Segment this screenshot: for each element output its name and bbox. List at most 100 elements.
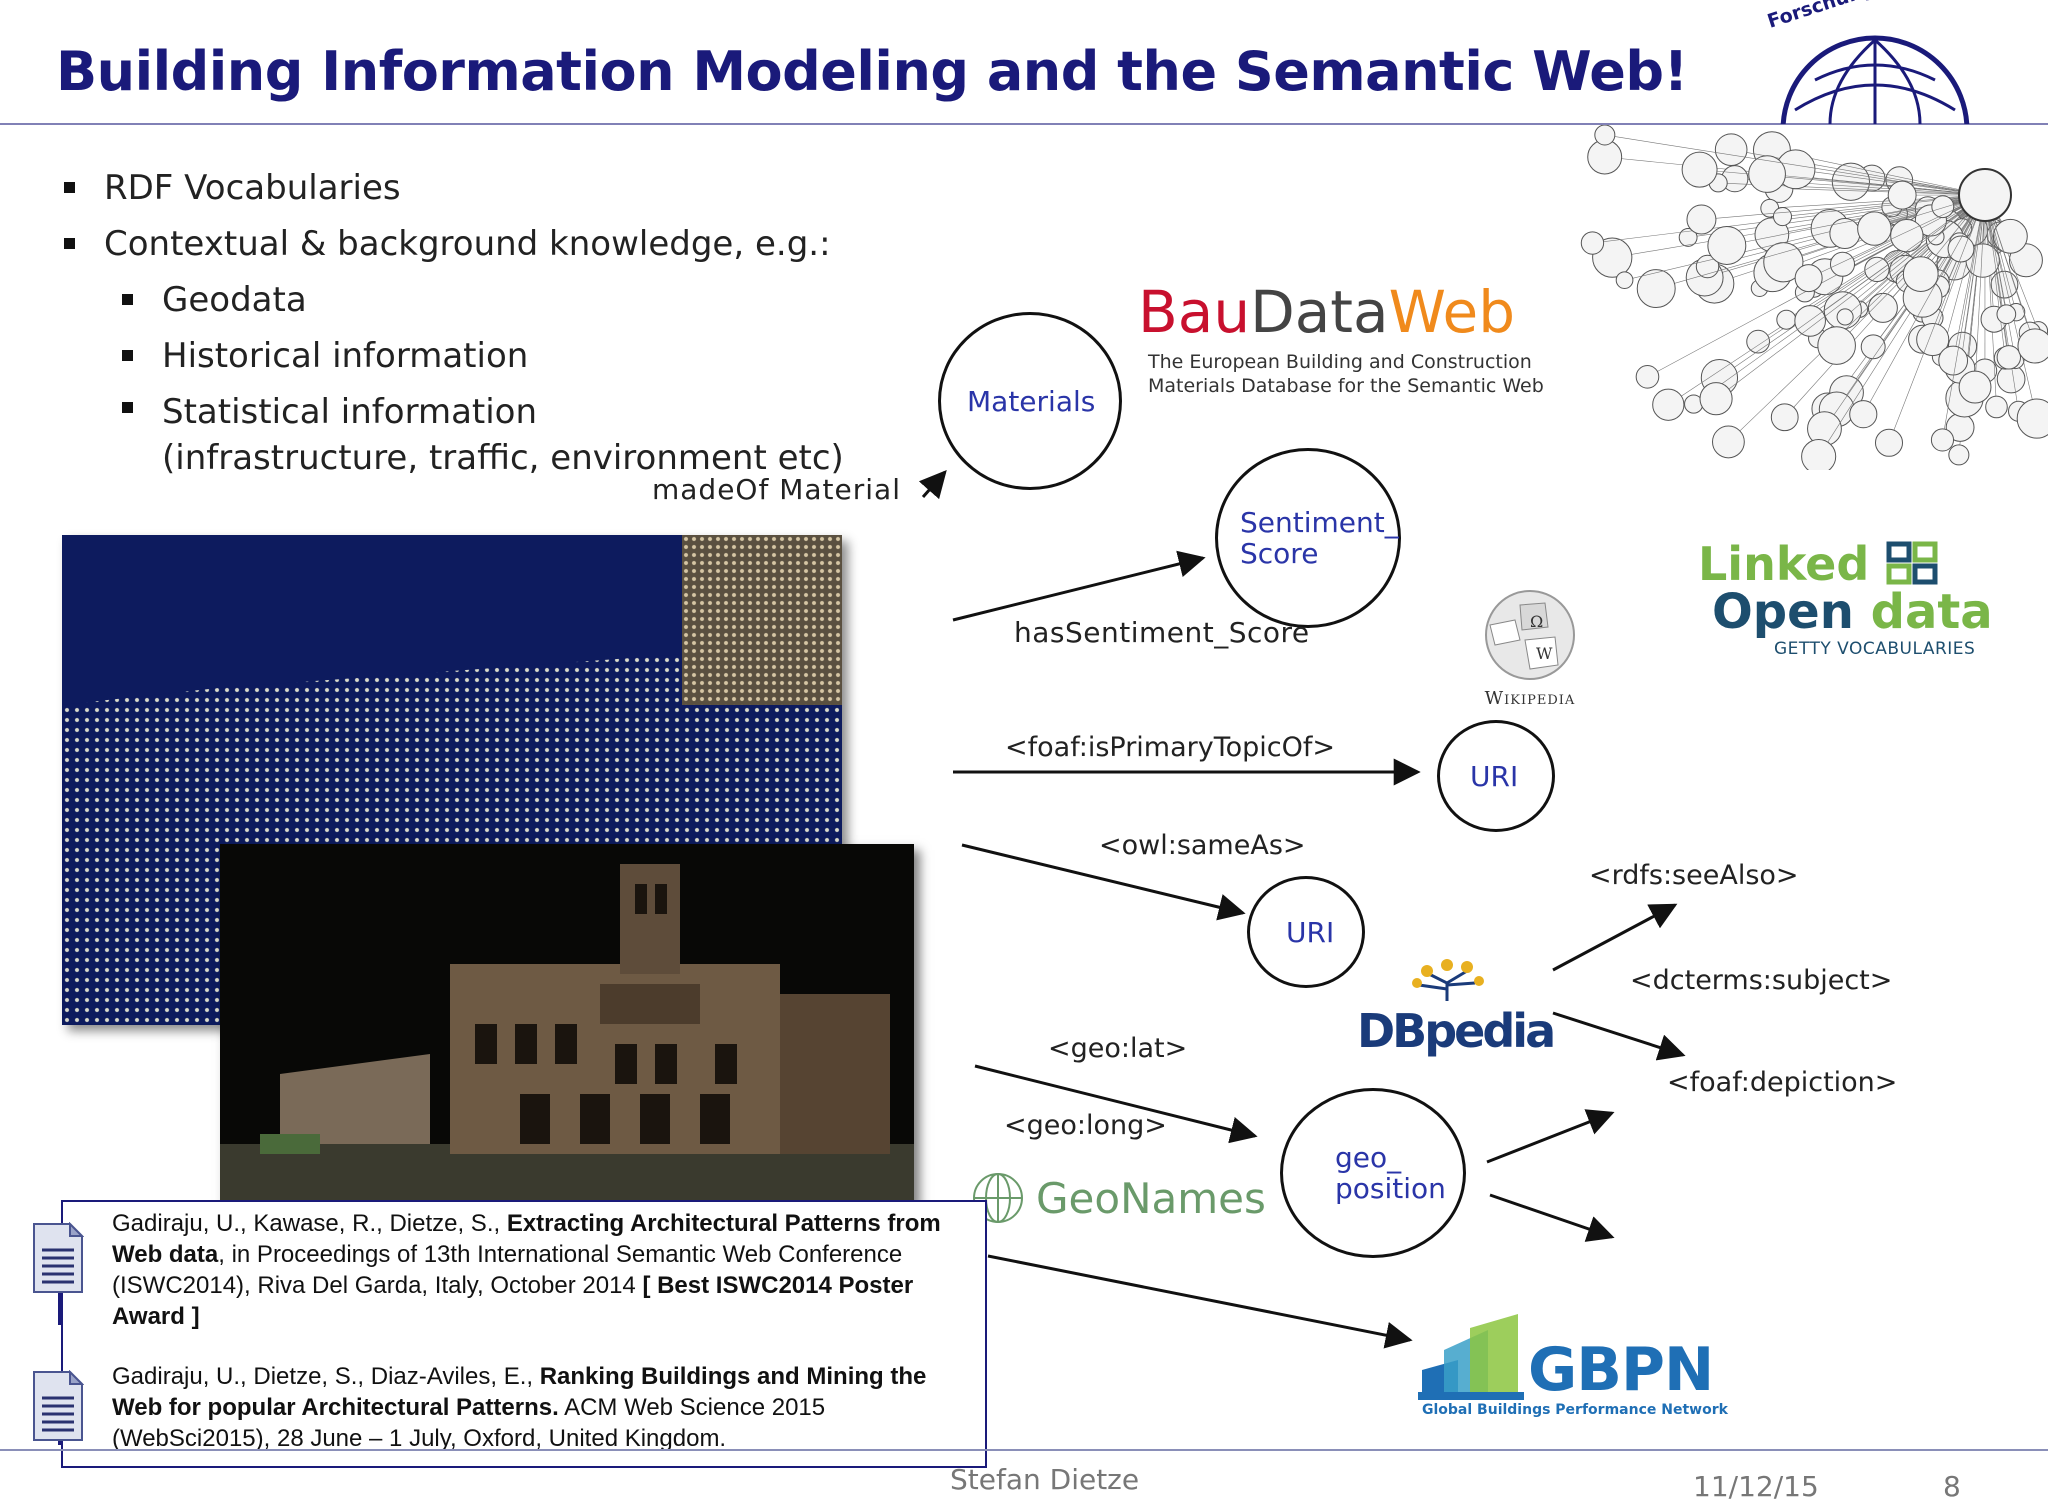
linked-open-data-logo: Linked Open data GETTY VOCABULARIES: [1698, 540, 1993, 659]
geonames-globe-icon: [973, 1173, 1023, 1223]
node-label: URI: [1470, 759, 1519, 793]
wikipedia-logo: Ω W Wikipedia: [1470, 585, 1590, 715]
edge-label-geo-lat: <geo:lat>: [1048, 1033, 1188, 1064]
logo-tagline-1: The European Building and Construction: [1148, 351, 1532, 373]
edge-label-geo-long: <geo:long>: [1004, 1110, 1167, 1141]
node-label: geo_position: [1335, 1141, 1446, 1205]
footer-divider: [0, 1449, 2048, 1451]
lod-cloud-link: [1715, 194, 1986, 399]
node-label: URI: [1286, 915, 1335, 949]
lod-cloud-bubble: [1636, 269, 1676, 309]
reference-2: Gadiraju, U., Dietze, S., Diaz-Aviles, E…: [112, 1363, 927, 1452]
lod-cloud-bubble: [1772, 207, 1793, 227]
lod-cloud-bubble: [1748, 155, 1786, 193]
lod-cloud-bubble: [1712, 425, 1745, 459]
wikipedia-globe-icon: Ω W: [1485, 590, 1575, 680]
lod-cloud-bubble: [1948, 444, 1970, 466]
bullet-list: RDF Vocabularies Contextual & background…: [64, 160, 844, 481]
gbpn-building-icon: [1418, 1314, 1524, 1400]
lod-cloud-bubble: [1836, 308, 1854, 326]
footer-author: Stefan Dietze: [950, 1463, 1140, 1496]
lod-cloud-bubble: [1801, 438, 1837, 470]
lod-cloud-link: [1699, 169, 1986, 196]
lod-cloud-link: [1693, 194, 1986, 405]
lod-cloud-link: [1974, 194, 1986, 388]
lod-cloud-bubble: [1864, 256, 1890, 283]
dbpedia-logo: DBpedia: [1357, 955, 1556, 1056]
arrow-depiction: [1486, 1109, 1615, 1164]
bullet-item: Contextual & background knowledge, e.g.:: [64, 216, 844, 272]
edge-label-same-as: <owl:sameAs>: [1099, 830, 1306, 861]
lod-cloud-bubble: [1829, 218, 1861, 250]
sub-bullet-item: Statistical information: [64, 384, 844, 435]
lod-cloud-bubble: [1794, 305, 1826, 337]
lod-linked: Linked: [1698, 537, 1870, 591]
lod-cloud-bubble: [1686, 204, 1717, 235]
lod-squares-icon: [1886, 541, 1938, 585]
lod-cloud-bubble: [1958, 370, 1992, 404]
lod-cloud-bubble: [1580, 231, 1605, 255]
lod-cloud-bubble: [1776, 309, 1797, 330]
wikipedia-wordmark: Wikipedia: [1484, 688, 1576, 709]
dbpedia-tree-icon: [1412, 959, 1484, 1001]
lod-subtitle: GETTY VOCABULARIES: [1774, 639, 1976, 659]
bullet-text: RDF Vocabularies: [104, 168, 401, 208]
lod-cloud-link: [1782, 194, 1986, 217]
node-materials: Materials: [938, 312, 1122, 490]
lod-cloud-link: [1844, 194, 1986, 318]
document-icon: [33, 1370, 84, 1441]
baudataweb-logo: BauDataWeb The European Building and Con…: [1138, 280, 1544, 398]
lod-cloud-link: [1842, 194, 1986, 311]
arrow-see-also: [1552, 903, 1678, 972]
node-uri-wikipedia: URI: [1437, 720, 1555, 832]
lod-cloud-link: [1808, 194, 1986, 279]
lod-cloud-bubble: [1874, 428, 1904, 457]
lod-cloud-bubble: [1615, 271, 1634, 290]
edge-label-primary-topic: <foaf:isPrimaryTopicOf>: [1005, 732, 1336, 763]
sub-bullet-text: Historical information: [162, 336, 529, 376]
lod-cloud-link: [1767, 173, 1986, 196]
lod-cloud-bubble: [1890, 218, 1924, 253]
node-geo-position: geo_position: [1280, 1088, 1466, 1258]
building-photo: [220, 844, 914, 1204]
lod-cloud-link: [1604, 134, 1986, 196]
lod-cloud-bubble: [1746, 329, 1770, 354]
lod-cloud-link: [1888, 194, 1986, 443]
arrow-geo-out: [1489, 1193, 1615, 1242]
logo-bau: Bau: [1138, 278, 1251, 346]
lod-cloud-bubble: [1931, 195, 1955, 219]
footer-date: 11/12/15: [1693, 1470, 1819, 1503]
edge-label-made-of: madeOf Material: [652, 473, 901, 506]
lod-cloud-bubble: [1860, 334, 1886, 360]
forschungszentrum-logo: Forschungszentrum · Resea: [1765, 0, 1990, 124]
reference-title: Extracting Architectural Patterns from W…: [112, 1210, 941, 1268]
sub-bullet-continuation: (infrastructure, traffic, environment et…: [64, 435, 844, 481]
svg-text:W: W: [1536, 644, 1553, 663]
lod-cloud-bubble: [1652, 388, 1685, 421]
edge-label-depiction: <foaf:depiction>: [1667, 1067, 1898, 1098]
lod-cloud-graphic: [1580, 125, 2048, 470]
node-uri-dbpedia: URI: [1247, 876, 1365, 988]
lod-cloud-link: [1942, 194, 1986, 441]
lod-cloud-link: [1778, 188, 1986, 196]
lod-cloud-bubble: [1996, 345, 2022, 370]
lod-cloud-bubble: [1707, 226, 1747, 265]
edge-label-see-also: <rdfs:seeAlso>: [1589, 860, 1799, 891]
lod-cloud-link: [1984, 194, 1997, 407]
lod-cloud-bubble: [2016, 398, 2048, 439]
lod-cloud-bubble: [1681, 151, 1718, 188]
footer-page-number: 8: [1943, 1470, 1961, 1503]
lod-cloud-bubble: [1947, 235, 1975, 263]
lod-open: Open: [1712, 584, 1854, 640]
sub-bullet-item: Geodata: [64, 272, 844, 328]
lod-cloud-bubble: [1930, 428, 1955, 452]
lod-cloud-bubble: [1867, 292, 1898, 323]
lod-cloud-link: [1984, 194, 2010, 358]
lod-cloud-link: [1863, 194, 1986, 415]
sub-bullet-text: Geodata: [162, 280, 307, 320]
logo-text: Forschungszentrum · Resea: [1765, 0, 1990, 33]
reference-1: Gadiraju, U., Kawase, R., Dietze, S., Ex…: [112, 1210, 941, 1330]
sub-bullet-item: Historical information: [64, 328, 844, 384]
arrow-subject: [1552, 1011, 1686, 1061]
lod-cloud-bubble: [1714, 133, 1748, 166]
